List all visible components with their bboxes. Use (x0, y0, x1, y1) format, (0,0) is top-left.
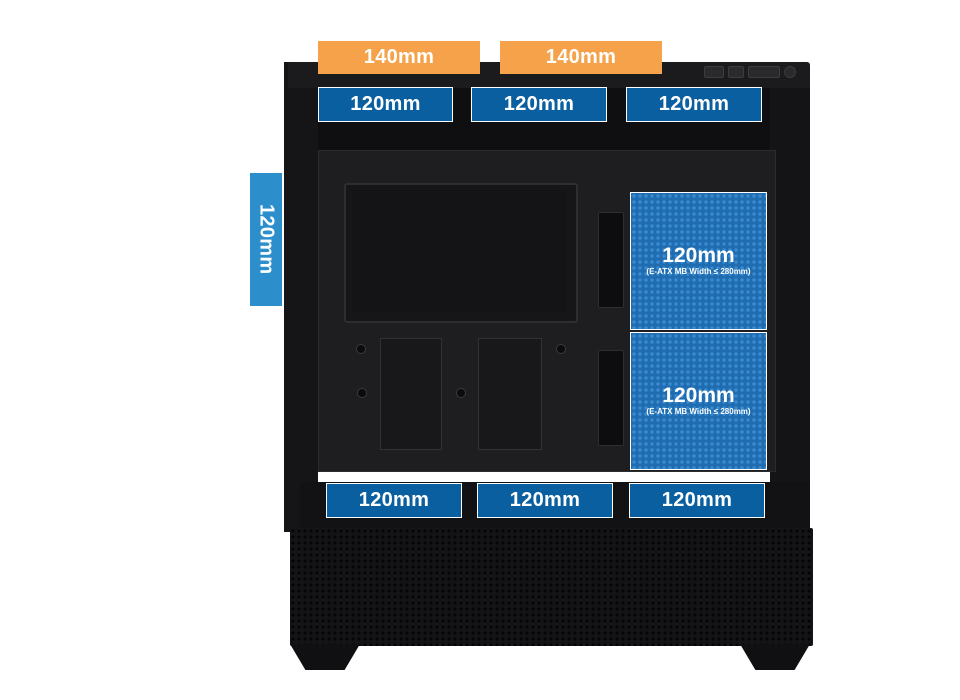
side-fan-mount-upper: 120mm (E-ATX MB Width ≤ 280mm) (630, 192, 767, 330)
side-fan-note: (E-ATX MB Width ≤ 280mm) (646, 407, 751, 416)
bottom-120mm-label: 120mm (477, 483, 613, 518)
standoff-hole (456, 388, 466, 398)
top-140mm-label: 140mm (500, 41, 662, 74)
top-120mm-label: 120mm (471, 87, 607, 122)
front-io-ports (700, 66, 800, 78)
side-fan-note: (E-ATX MB Width ≤ 280mm) (646, 267, 751, 276)
top-120mm-label: 120mm (626, 87, 762, 122)
side-fan-mount-lower: 120mm (E-ATX MB Width ≤ 280mm) (630, 332, 767, 470)
ssd-bracket (478, 338, 542, 450)
standoff-hole (556, 344, 566, 354)
top-140mm-label: 140mm (318, 41, 480, 74)
cable-routing-slot (598, 212, 624, 308)
rear-120mm-label: 120mm (250, 173, 282, 306)
ssd-bracket (380, 338, 442, 450)
case-foot-left (290, 644, 360, 670)
cutout-inner (352, 190, 566, 312)
psu-shroud-mesh (290, 528, 813, 646)
standoff-hole (356, 344, 366, 354)
bottom-120mm-label: 120mm (326, 483, 462, 518)
standoff-hole (357, 388, 367, 398)
case-left-frame (284, 62, 318, 532)
bottom-120mm-label: 120mm (629, 483, 765, 518)
cable-routing-slot (598, 350, 624, 446)
case-foot-right (740, 644, 810, 670)
case-right-frame (770, 80, 810, 535)
side-fan-size: 120mm (662, 384, 735, 407)
top-120mm-label: 120mm (318, 87, 453, 122)
side-fan-size: 120mm (662, 244, 735, 267)
